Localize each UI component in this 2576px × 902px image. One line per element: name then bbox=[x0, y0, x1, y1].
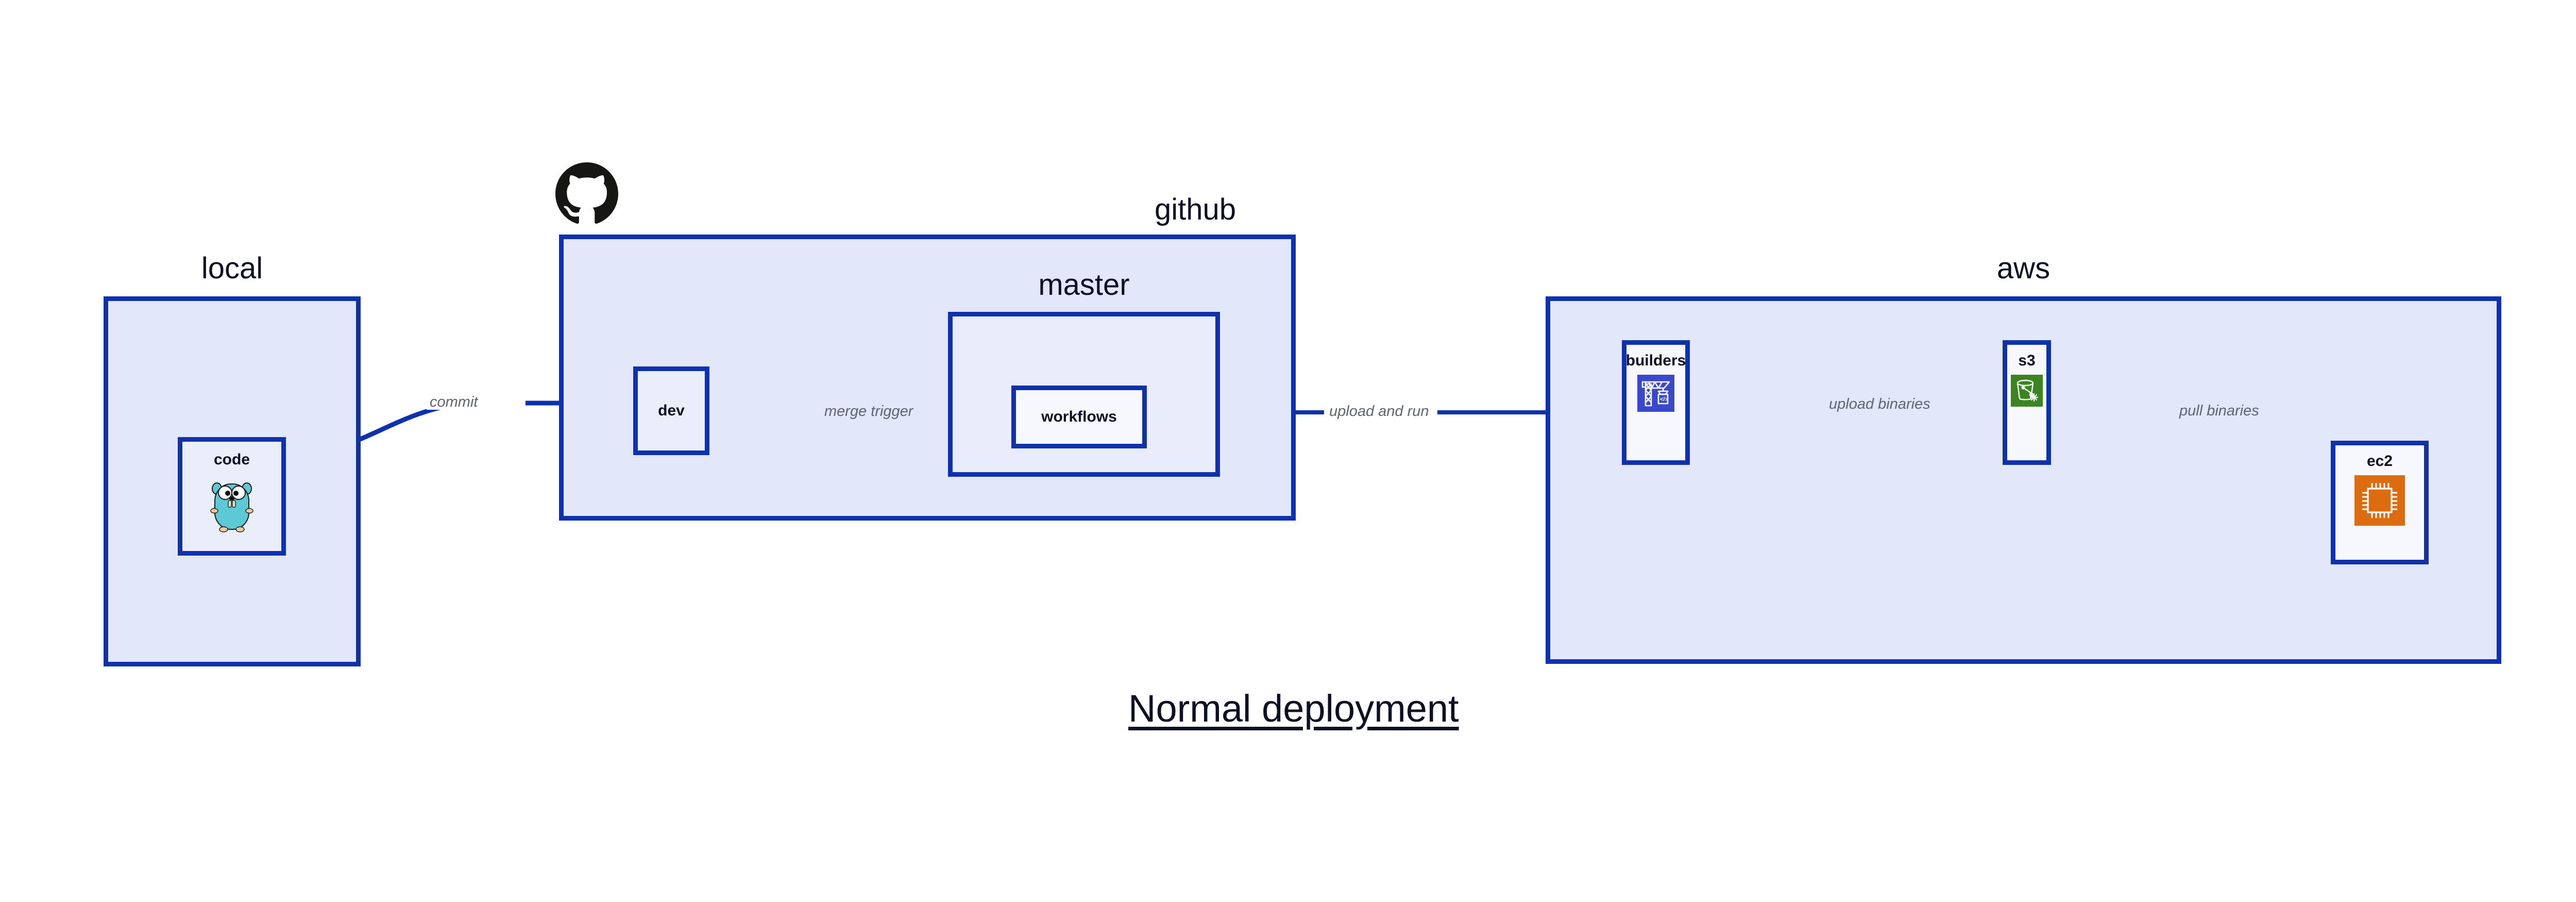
group-label-local: local bbox=[201, 252, 263, 285]
node-ec2[interactable]: ec2 bbox=[2331, 441, 2429, 564]
crane-code-icon: </> bbox=[1637, 375, 1674, 414]
node-label-workflows: workflows bbox=[1041, 408, 1117, 425]
node-label-s3: s3 bbox=[2018, 352, 2036, 369]
group-label-aws: aws bbox=[1996, 252, 2050, 285]
edge-label-merge-trigger: merge trigger bbox=[821, 404, 917, 419]
diagram-title: Normal deployment bbox=[1128, 687, 1459, 730]
edge-label-upload-and-run: upload and run bbox=[1326, 404, 1432, 419]
edge-label-commit: commit bbox=[427, 395, 481, 410]
node-label-dev: dev bbox=[658, 402, 685, 419]
node-label-code: code bbox=[213, 451, 250, 468]
go-gopher-icon bbox=[208, 476, 256, 536]
github-logo bbox=[555, 162, 618, 225]
node-builders[interactable]: builders bbox=[1622, 340, 1690, 465]
node-dev[interactable]: dev bbox=[633, 366, 709, 455]
subgroup-master bbox=[948, 312, 1220, 477]
node-label-builders: builders bbox=[1625, 352, 1686, 369]
node-label-ec2: ec2 bbox=[2366, 453, 2393, 470]
cpu-chip-icon bbox=[2354, 475, 2405, 528]
group-label-github: github bbox=[1154, 193, 1236, 226]
svg-text:</>: </> bbox=[1660, 396, 1668, 403]
node-code[interactable]: code bbox=[178, 437, 286, 556]
node-s3[interactable]: s3 bbox=[2003, 340, 2051, 465]
edge-label-pull-binaries: pull binaries bbox=[2176, 404, 2262, 419]
subgroup-label-master: master bbox=[1038, 268, 1130, 302]
s3-bucket-icon bbox=[2011, 375, 2043, 409]
node-workflows[interactable]: workflows bbox=[1011, 386, 1147, 448]
edge-label-upload-binaries: upload binaries bbox=[1826, 397, 1934, 412]
